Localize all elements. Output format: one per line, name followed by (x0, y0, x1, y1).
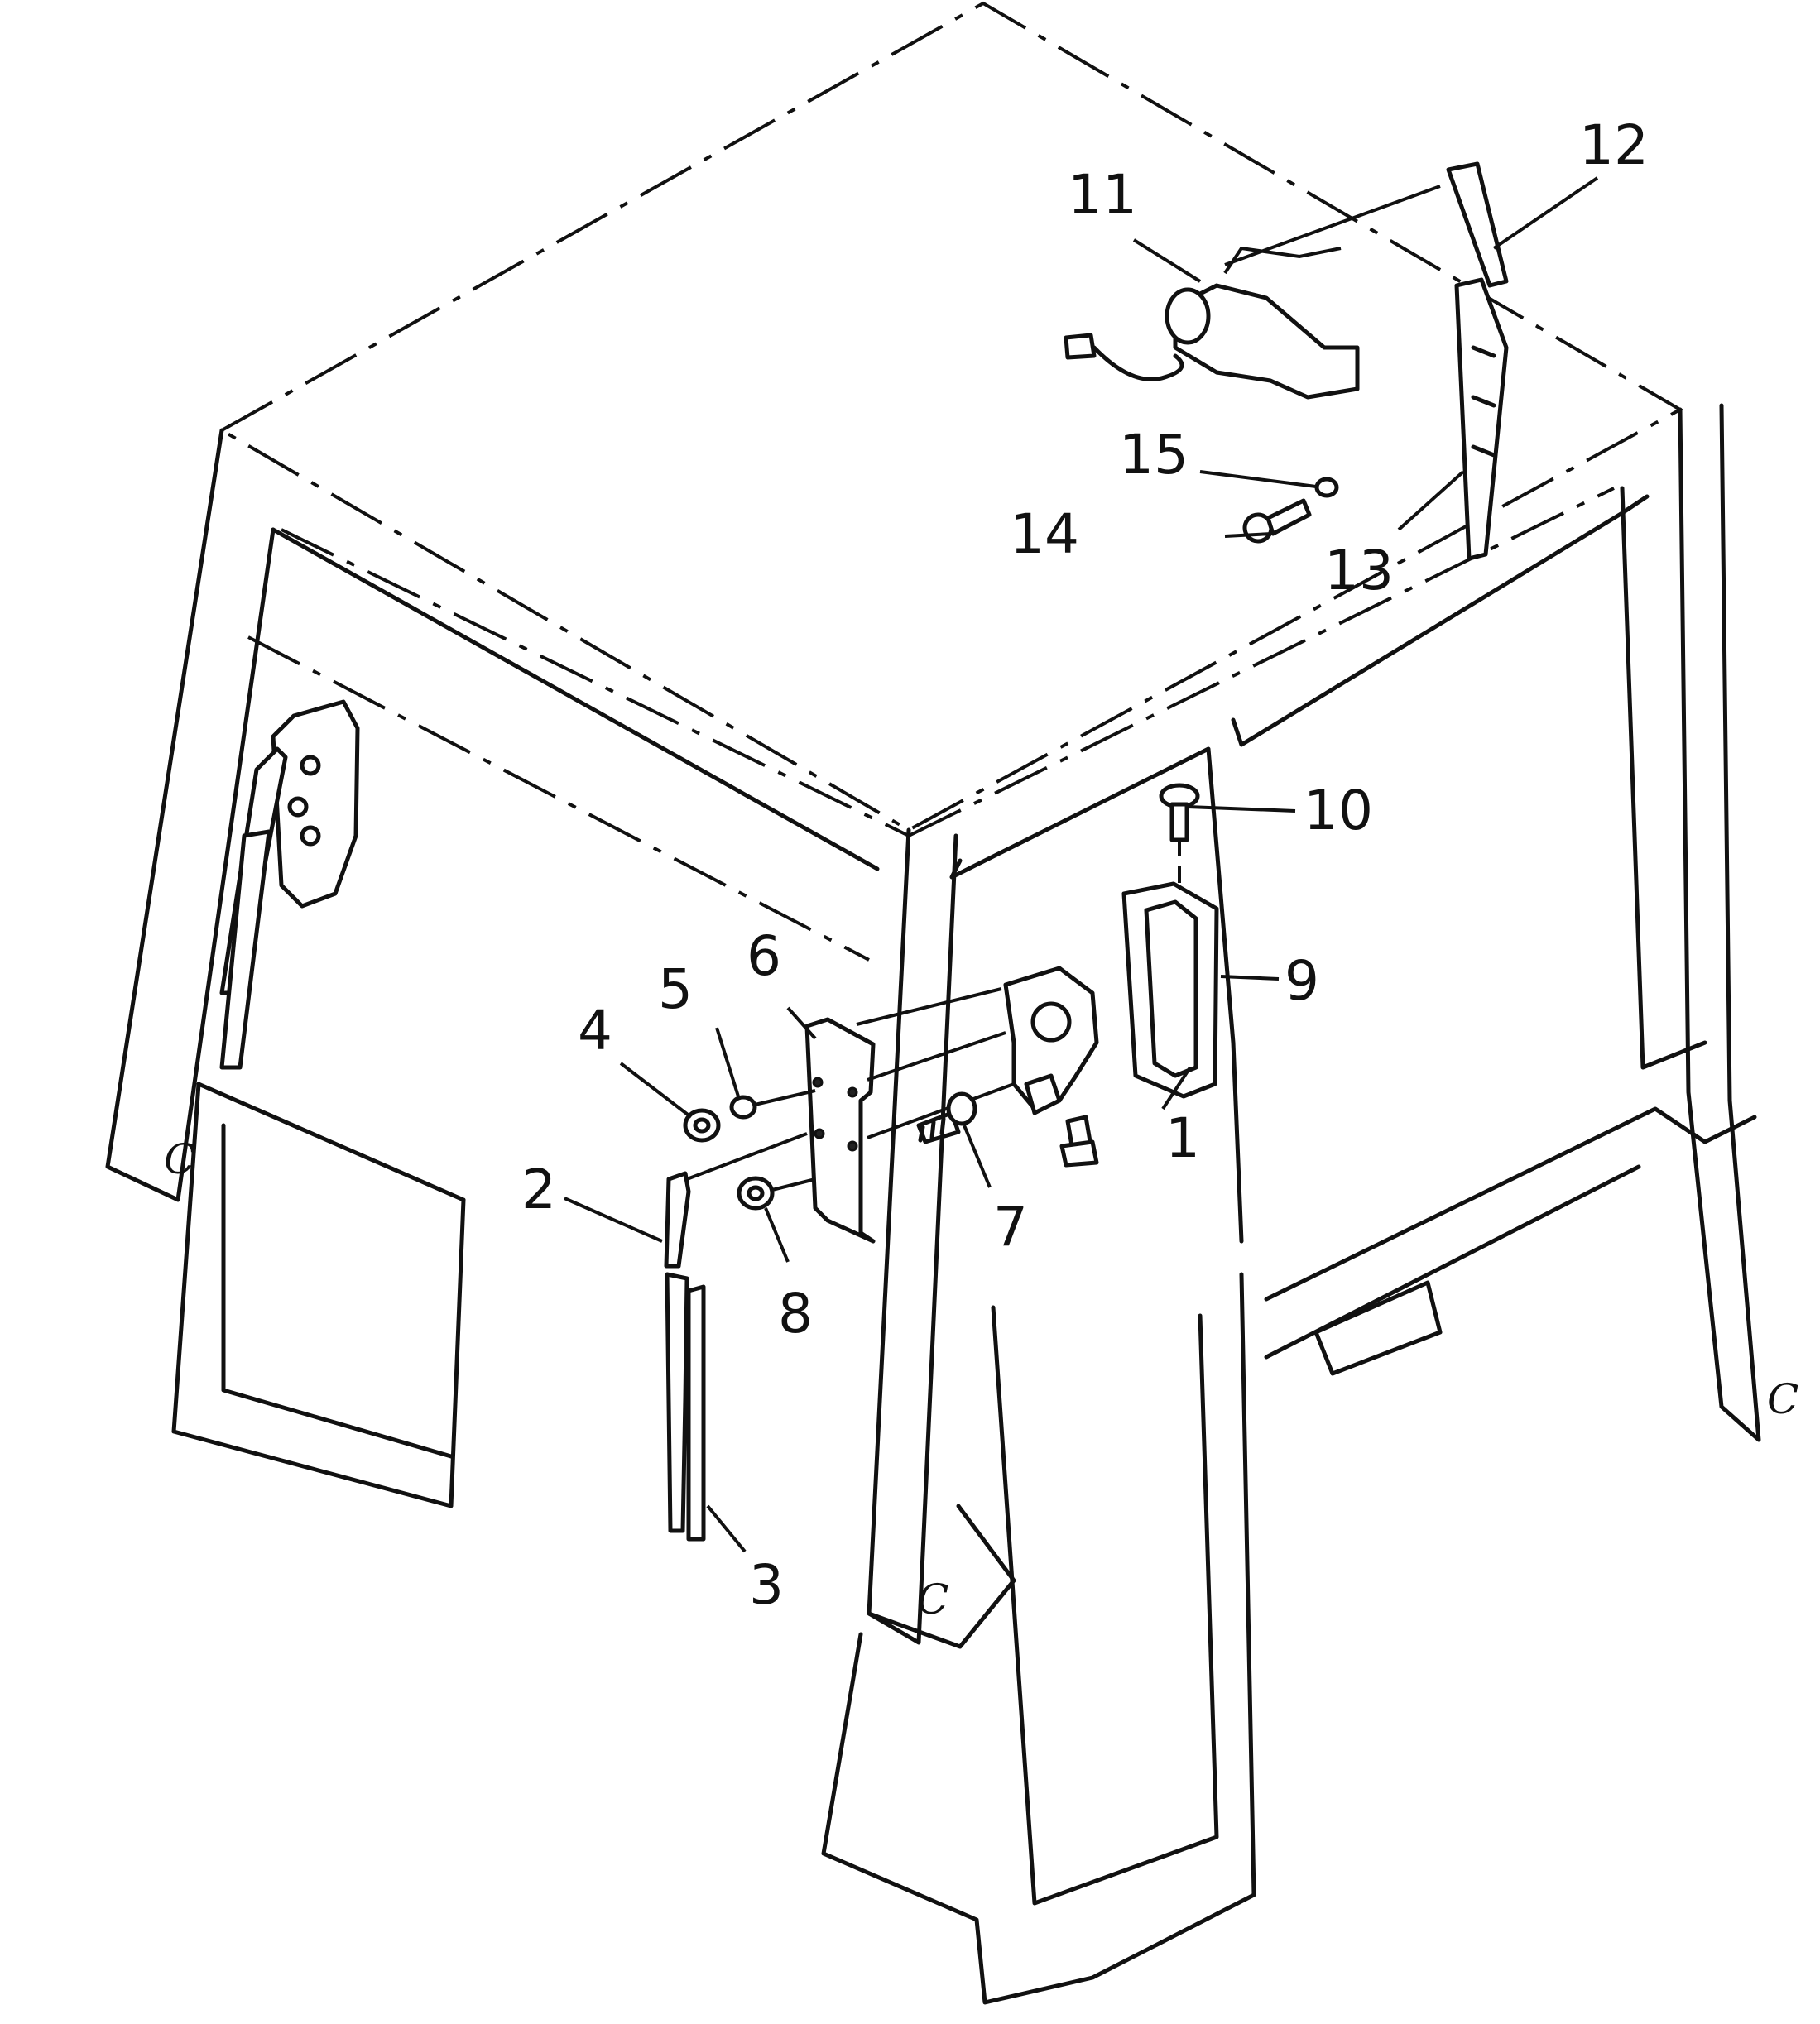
rear-wiper-motor (1064, 246, 1360, 400)
corner-mark-front: C (917, 1576, 948, 1624)
callout-labels: 1 2 3 4 5 6 7 8 9 10 11 12 13 14 15 (521, 113, 1649, 1617)
callout-4: 4 (578, 999, 612, 1062)
nut-part-4 (683, 1108, 721, 1143)
rear-wiper-blade (1454, 277, 1509, 561)
cover-part-9 (1121, 881, 1219, 1099)
callout-15: 15 (1119, 423, 1189, 487)
callout-11: 11 (1068, 163, 1137, 227)
bolt-part-7 (916, 1091, 977, 1144)
callout-13: 13 (1324, 539, 1394, 602)
screw-part-10 (1159, 783, 1200, 894)
nut-part-8 (737, 1176, 816, 1211)
callout-7: 7 (993, 1195, 1028, 1259)
callout-12: 12 (1579, 113, 1649, 177)
washer-part-5 (729, 1089, 816, 1120)
front-wiper-motor (856, 966, 1099, 1168)
washer-part-15 (1314, 477, 1339, 498)
front-wiper-blade (665, 1272, 706, 1542)
rear-wiper-arm (1446, 161, 1509, 288)
bracket-part-6 (804, 1017, 1015, 1244)
callout-9: 9 (1285, 949, 1319, 1013)
corner-mark-right: C (1767, 1375, 1798, 1423)
callout-6: 6 (747, 924, 781, 988)
callout-1: 1 (1165, 1106, 1200, 1170)
cab-frame (105, 403, 1761, 2005)
callout-2: 2 (521, 1158, 556, 1221)
leader-lines (564, 176, 1599, 1553)
corner-mark-left: C (164, 1135, 195, 1183)
callout-10: 10 (1304, 779, 1373, 842)
callout-8: 8 (778, 1282, 813, 1345)
callout-5: 5 (658, 957, 693, 1021)
left-door-wiper (219, 699, 360, 1070)
front-wiper-arm (664, 1132, 808, 1269)
callout-14: 14 (1010, 502, 1079, 566)
callout-3: 3 (749, 1553, 784, 1617)
